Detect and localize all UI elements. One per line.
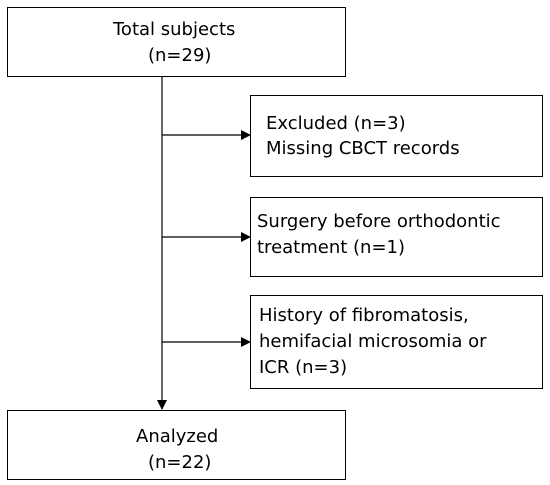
history-line-2: hemifacial microsomia or xyxy=(259,331,487,352)
excluded-box-history: History of fibromatosis, hemifacial micr… xyxy=(250,295,543,389)
analyzed-title: Analyzed xyxy=(136,426,219,447)
surgery-line-2: treatment (n=1) xyxy=(257,237,406,258)
surgery-line-1: Surgery before orthodontic xyxy=(257,211,501,232)
total-subjects-box: Total subjects (n=29) xyxy=(7,7,346,77)
excluded-label: Excluded (n=3) xyxy=(266,113,406,134)
history-line-1: History of fibromatosis, xyxy=(259,305,469,326)
analyzed-box: Analyzed (n=22) xyxy=(7,410,346,480)
excluded-reason: Missing CBCT records xyxy=(266,138,460,159)
history-line-3: ICR (n=3) xyxy=(259,357,348,378)
excluded-box-surgery: Surgery before orthodontic treatment (n=… xyxy=(250,197,543,277)
analyzed-count: (n=22) xyxy=(148,452,212,473)
total-subjects-count: (n=29) xyxy=(148,45,212,66)
total-subjects-title: Total subjects xyxy=(113,19,236,40)
excluded-box-missing-cbct: Excluded (n=3) Missing CBCT records xyxy=(250,95,543,177)
